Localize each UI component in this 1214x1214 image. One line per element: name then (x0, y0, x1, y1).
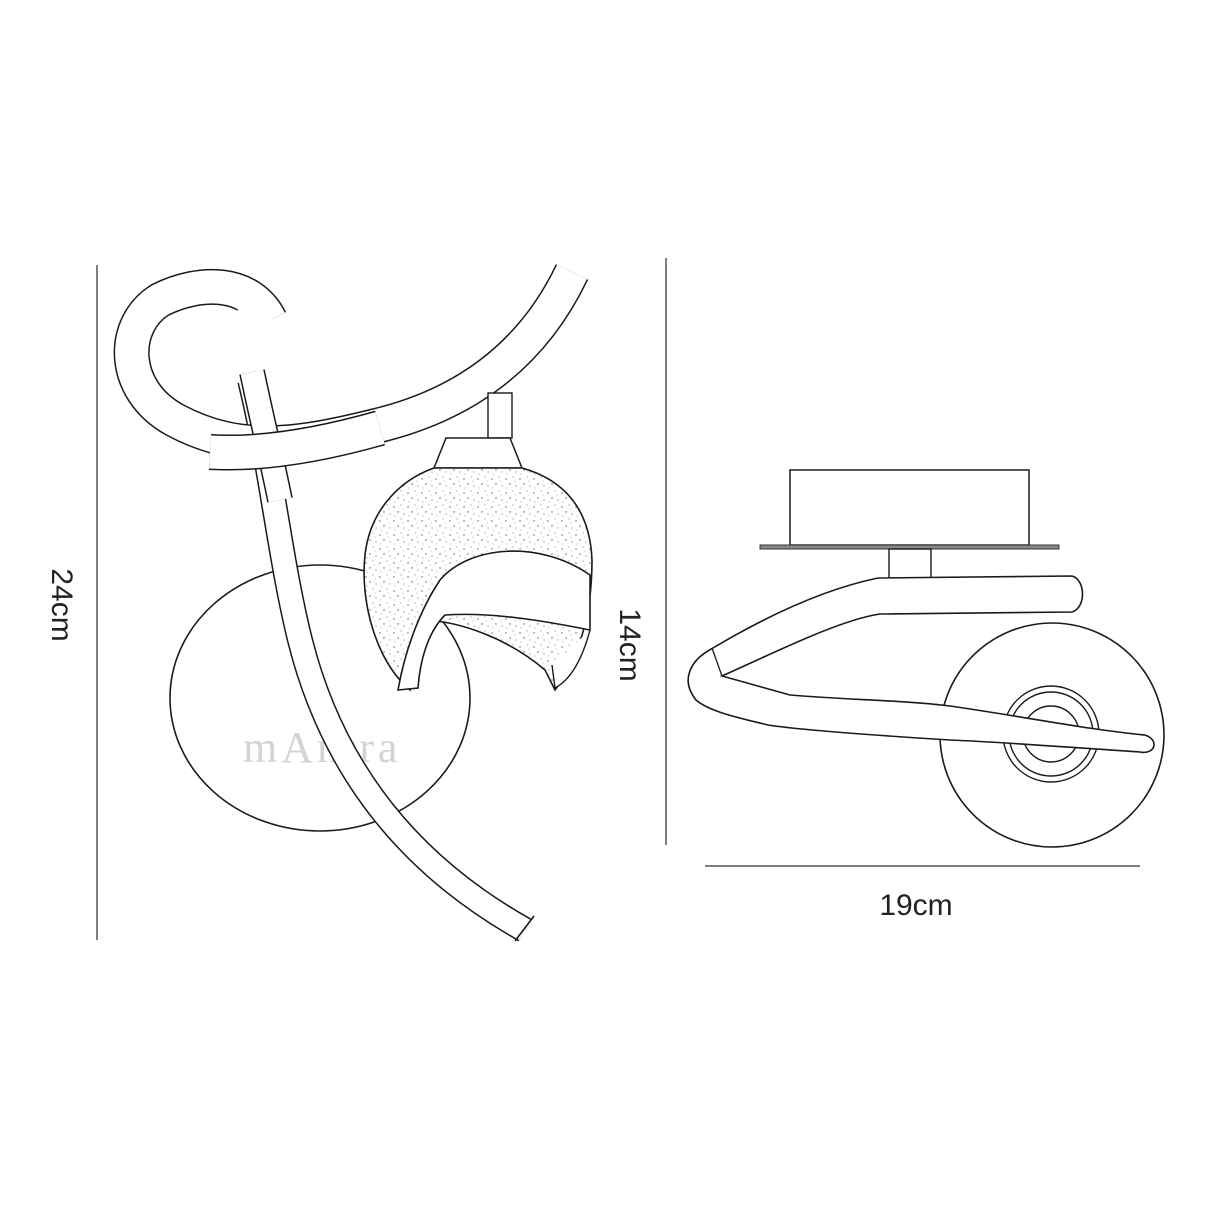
connector (888, 548, 932, 579)
ceiling-box (789, 469, 1030, 546)
front-height-label: 24cm (45, 568, 78, 641)
lamp-rod (487, 392, 513, 439)
side-width-label: 19cm (879, 889, 952, 922)
lamp-cap (432, 437, 524, 469)
lamp-shade (363, 392, 593, 692)
side-height-label: 14cm (613, 608, 646, 681)
arm-loop-upper (113, 264, 589, 462)
side-view: 14cm 19cm (613, 258, 1165, 922)
front-view: 24cm mAntra (45, 264, 593, 942)
shade-ribbon (397, 550, 591, 691)
side-arm (687, 575, 1155, 754)
